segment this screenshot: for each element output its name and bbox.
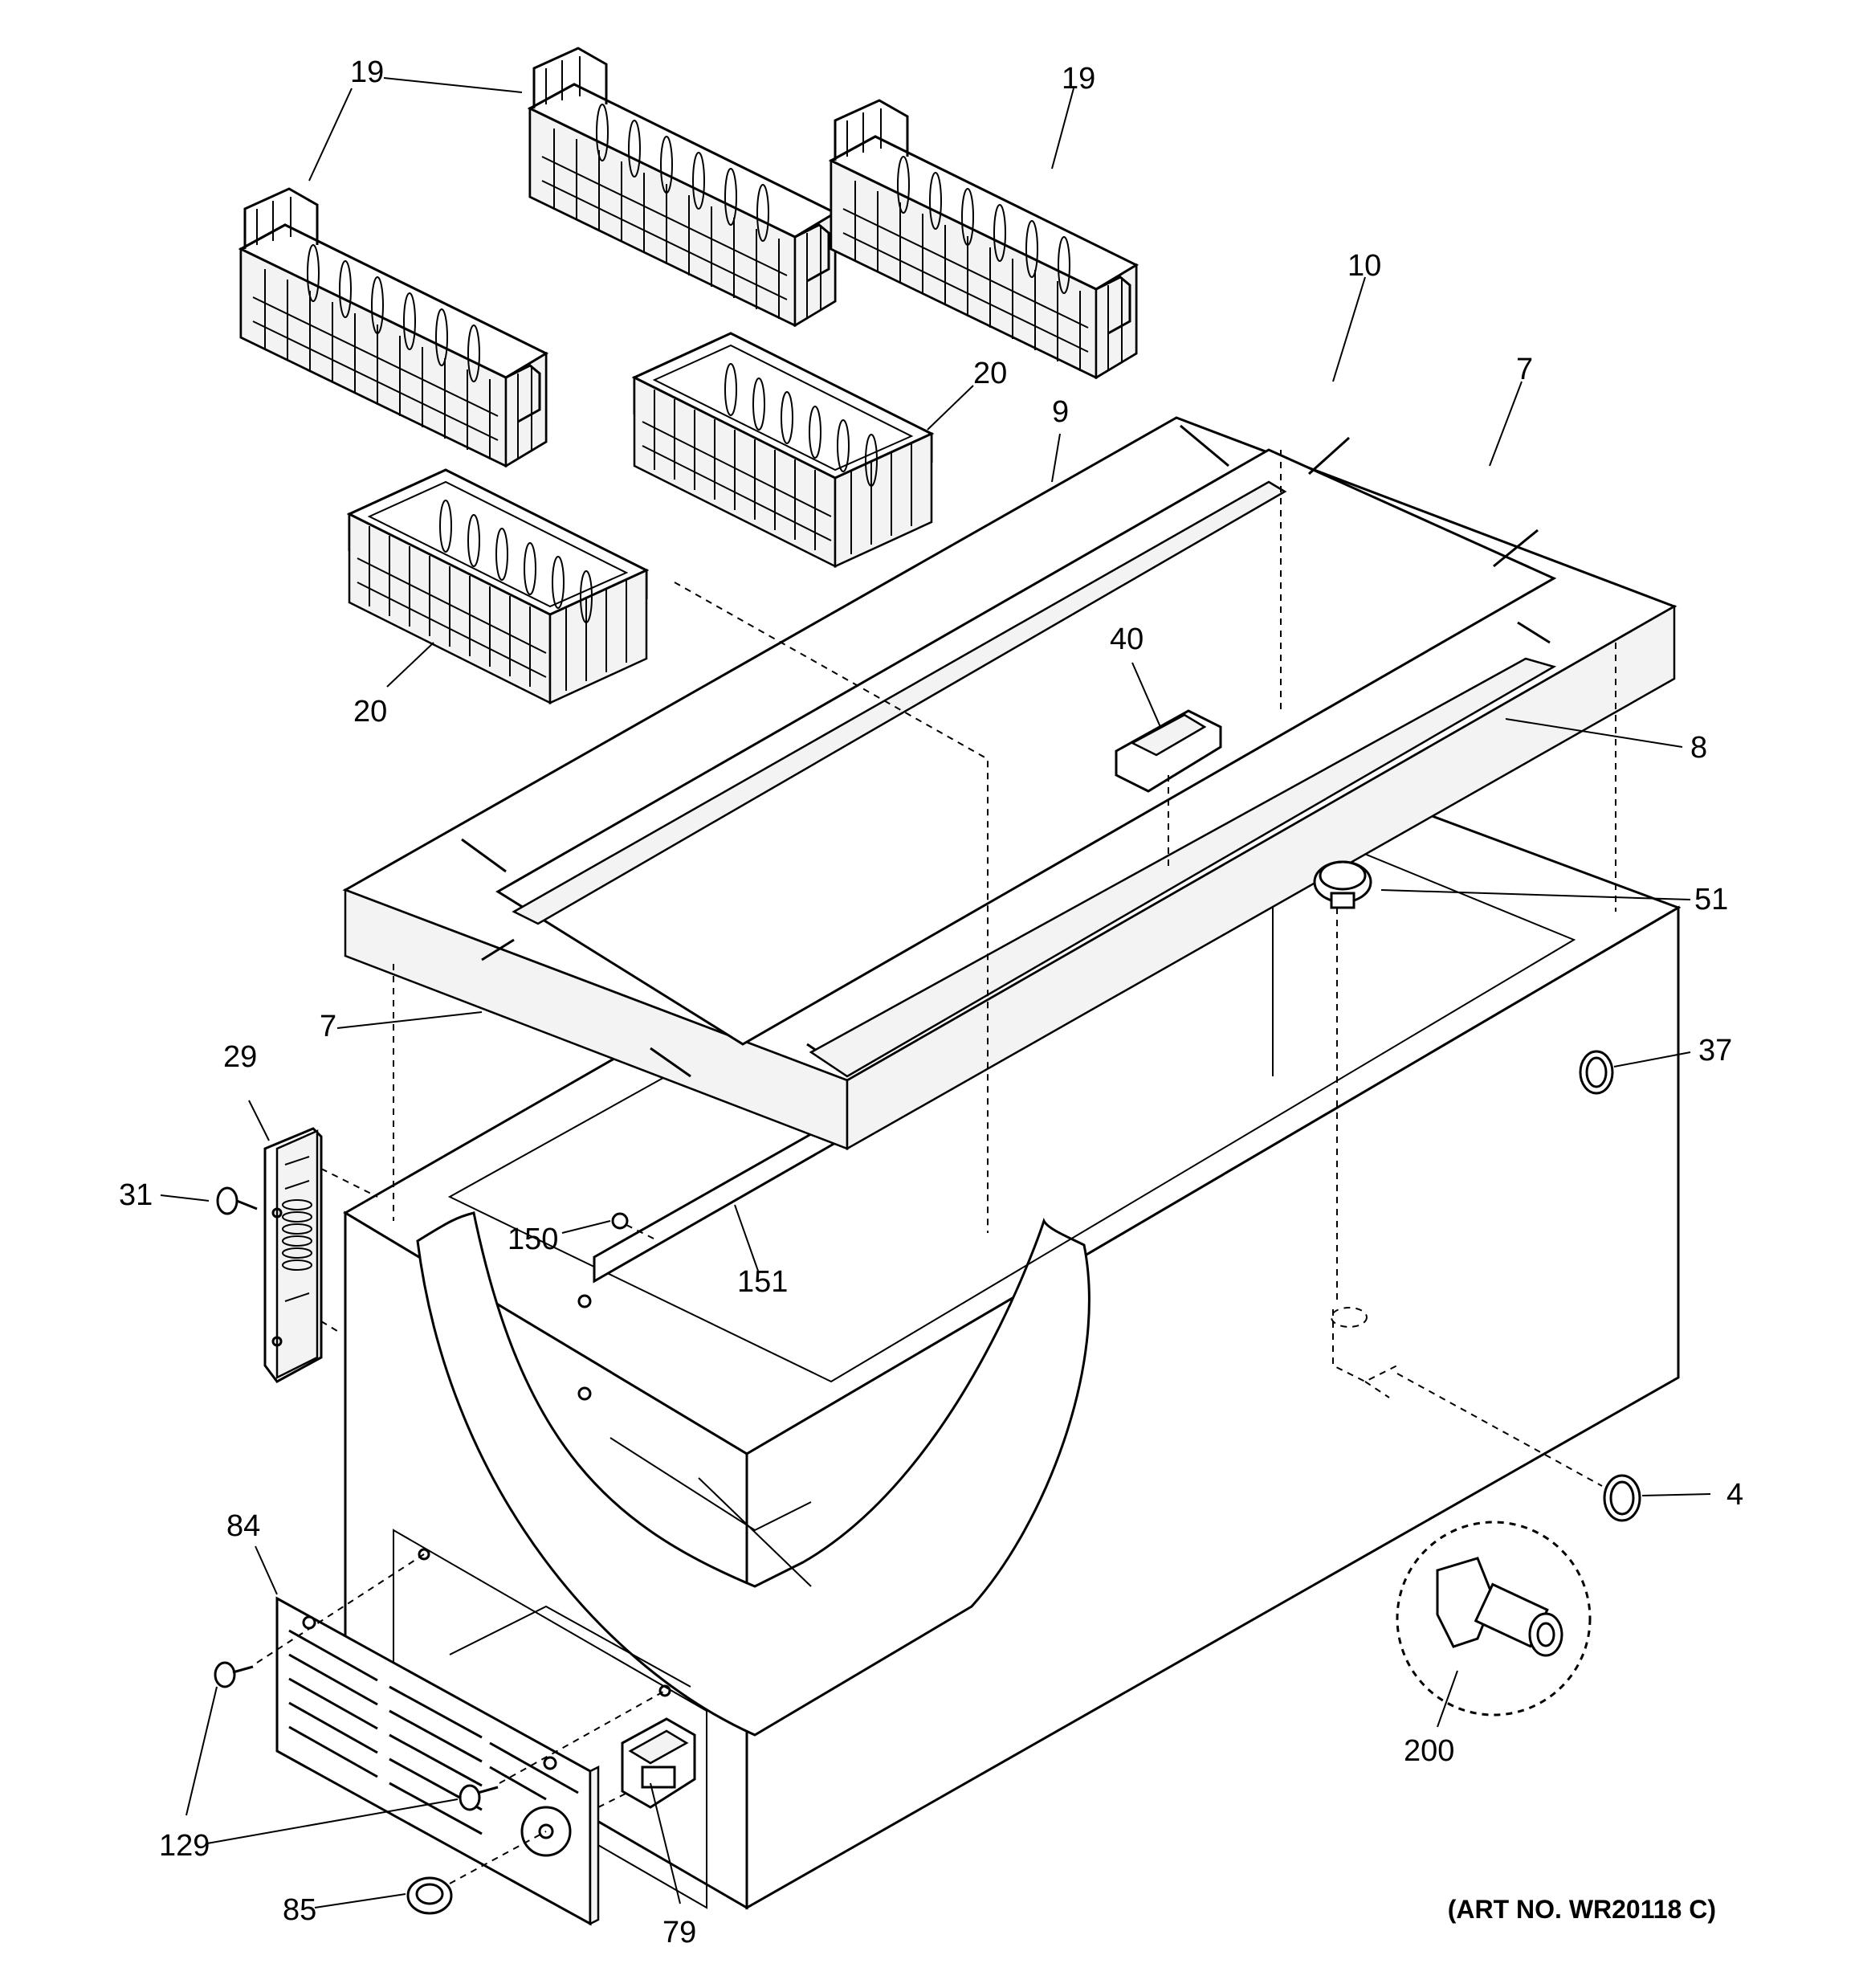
basket-19-left [239, 187, 548, 467]
grille-part-84 [275, 1596, 600, 1926]
art-number: (ART NO. WR20118 C) [1448, 1895, 1716, 1924]
callout-20-upper: 20 [973, 357, 1007, 390]
drain-plug-part-37 [1579, 1050, 1614, 1095]
callout-31: 31 [119, 1178, 153, 1212]
callout-20-lower: 20 [353, 695, 387, 729]
leader-lines [160, 77, 1711, 1908]
drain-fitting-part-200 [1396, 1521, 1592, 1717]
callout-40: 40 [1110, 623, 1143, 656]
callout-51: 51 [1694, 883, 1728, 916]
callout-8: 8 [1690, 731, 1707, 765]
basket-20-lower [348, 468, 648, 704]
knob-part-85 [406, 1876, 453, 1915]
callout-200: 200 [1404, 1734, 1454, 1768]
hinge-part-29 [263, 1127, 323, 1383]
lid-lock-part-40 [1115, 709, 1222, 793]
callout-labels: 19 19 10 7 20 9 40 20 8 51 7 29 37 31 15… [119, 55, 1743, 1949]
callout-79: 79 [662, 1916, 696, 1949]
callout-9: 9 [1052, 395, 1069, 429]
callout-19-right: 19 [1062, 62, 1095, 96]
callout-19-top: 19 [350, 55, 384, 89]
callout-129: 129 [159, 1829, 210, 1863]
basket-19-right [830, 99, 1138, 379]
basket-20-upper [633, 332, 933, 568]
alignment-lines [256, 450, 1616, 1884]
callout-4: 4 [1726, 1478, 1743, 1512]
screw-part-31 [216, 1186, 258, 1215]
callout-7-top: 7 [1516, 353, 1533, 386]
screw-part-150 [611, 1212, 629, 1230]
callout-10: 10 [1347, 249, 1381, 283]
callout-37: 37 [1698, 1034, 1732, 1067]
callout-7-left: 7 [320, 1010, 336, 1043]
screws-part-129 [214, 1661, 499, 1811]
callout-84: 84 [226, 1509, 260, 1543]
thermostat-part-79 [621, 1717, 696, 1809]
drain-tube [1331, 1307, 1398, 1398]
callout-151: 151 [737, 1265, 788, 1299]
drain-cap-part-4 [1603, 1474, 1641, 1522]
callout-29: 29 [223, 1040, 257, 1074]
callout-85: 85 [283, 1893, 316, 1927]
gasket-frame [342, 416, 1678, 1151]
basket-19-center [528, 47, 837, 327]
plug-part-51 [1313, 860, 1372, 909]
callout-150: 150 [508, 1223, 558, 1256]
